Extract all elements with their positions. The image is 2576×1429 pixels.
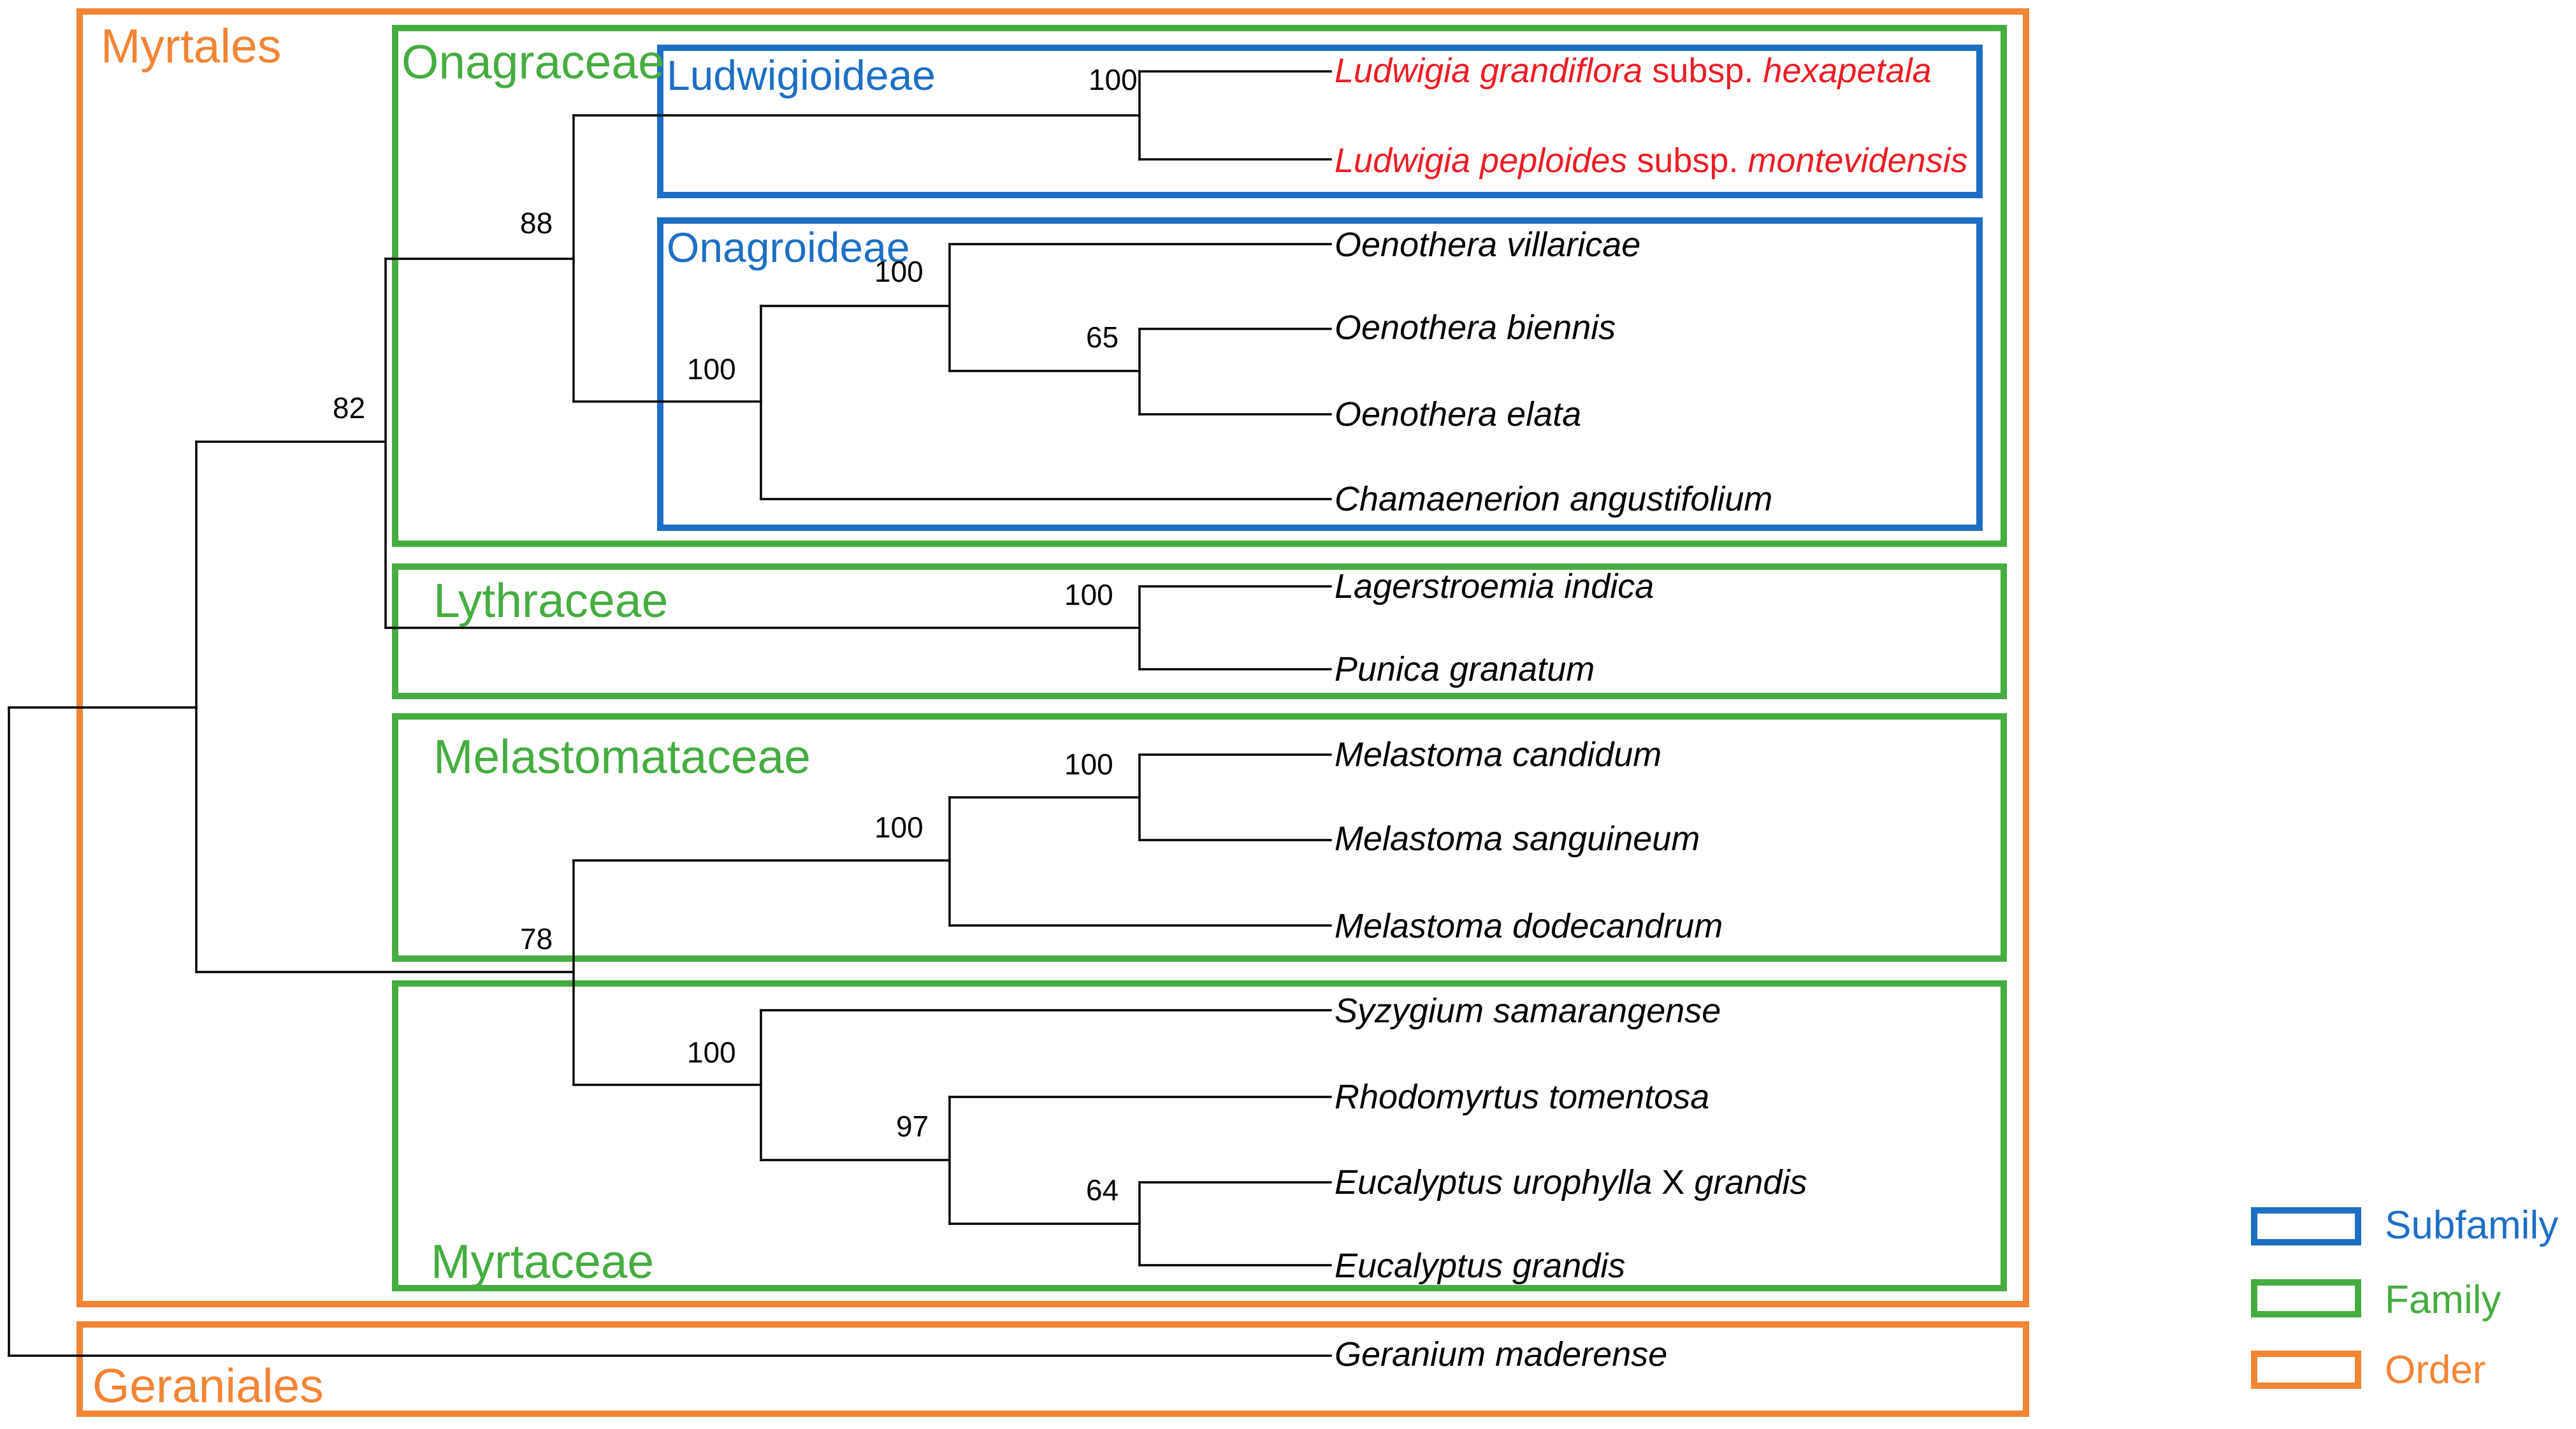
legend-swatch-family <box>2251 1279 2361 1317</box>
subfamily-label-ludwigioideae: Ludwigioideae <box>667 52 936 99</box>
legend-swatch-order <box>2251 1351 2361 1389</box>
order-box-myrtales <box>76 8 2029 1307</box>
legend-label-family: Family <box>2385 1278 2501 1322</box>
taxon-label: Geranium maderense <box>1335 1335 1667 1374</box>
legend: Subfamily Family Order <box>2251 1203 2558 1392</box>
family-label-onagraceae: Onagraceae <box>402 35 665 89</box>
support-value: 82 <box>333 391 365 424</box>
tree-branches <box>8 70 1332 1357</box>
support-value: 100 <box>1064 748 1113 781</box>
support-value: 100 <box>687 1036 736 1069</box>
order-label-myrtales: Myrtales <box>101 19 281 73</box>
support-value: 100 <box>1089 63 1138 96</box>
taxon-label: Eucalyptus grandis <box>1335 1247 1625 1285</box>
taxon-ludwigia-peploides: Ludwigia peploides subsp. montevidensis <box>1335 141 1968 180</box>
support-value: 100 <box>874 811 923 844</box>
legend-label-order: Order <box>2385 1348 2486 1392</box>
support-value: 100 <box>687 352 736 386</box>
support-value: 78 <box>520 922 553 955</box>
family-box-melastomataceae <box>392 713 2007 962</box>
taxon-label: Melastoma dodecandrum <box>1335 907 1723 945</box>
taxon-label: Melastoma candidum <box>1335 736 1661 774</box>
taxon-label: Syzygium samarangense <box>1335 992 1721 1030</box>
taxon-label: Chamaenerion angustifolium <box>1335 480 1772 518</box>
order-label-geraniales: Geraniales <box>92 1359 324 1412</box>
legend-label-subfamily: Subfamily <box>2385 1203 2558 1247</box>
support-value: 64 <box>1086 1173 1118 1207</box>
family-box-lythraceae <box>392 563 2007 699</box>
taxon-label: Melastoma sanguineum <box>1335 820 1700 858</box>
support-value: 88 <box>520 207 553 240</box>
taxon-label: Lagerstroemia indica <box>1335 567 1654 606</box>
taxon-ludwigia-grandiflora: Ludwigia grandiflora subsp. hexapetala <box>1335 52 1932 90</box>
taxon-label: Rhodomyrtus tomentosa <box>1335 1078 1709 1116</box>
family-label-lythraceae: Lythraceae <box>433 574 668 627</box>
family-label-myrtaceae: Myrtaceae <box>431 1235 654 1288</box>
support-value: 100 <box>874 255 923 288</box>
subfamily-label-onagroideae: Onagroideae <box>667 224 910 271</box>
taxon-eucalyptus-urophylla-x-grandis: Eucalyptus urophylla X grandis <box>1335 1163 1807 1201</box>
support-value: 97 <box>896 1110 929 1143</box>
family-box-myrtaceae <box>392 980 2007 1291</box>
support-value: 100 <box>1064 578 1113 611</box>
taxon-label: Oenothera biennis <box>1335 308 1616 347</box>
legend-swatch-subfamily <box>2251 1207 2361 1245</box>
subfamily-box-ludwigioideae <box>657 45 1983 198</box>
taxon-label: Oenothera elata <box>1335 395 1581 433</box>
family-box-onagraceae <box>392 25 2007 547</box>
support-value: 65 <box>1086 321 1118 354</box>
order-box-geraniales <box>76 1321 2029 1417</box>
subfamily-box-onagroideae <box>657 217 1983 531</box>
taxon-label: Punica granatum <box>1335 650 1595 688</box>
taxon-label: Oenothera villaricae <box>1335 226 1640 264</box>
family-label-melastomataceae: Melastomataceae <box>433 730 811 783</box>
